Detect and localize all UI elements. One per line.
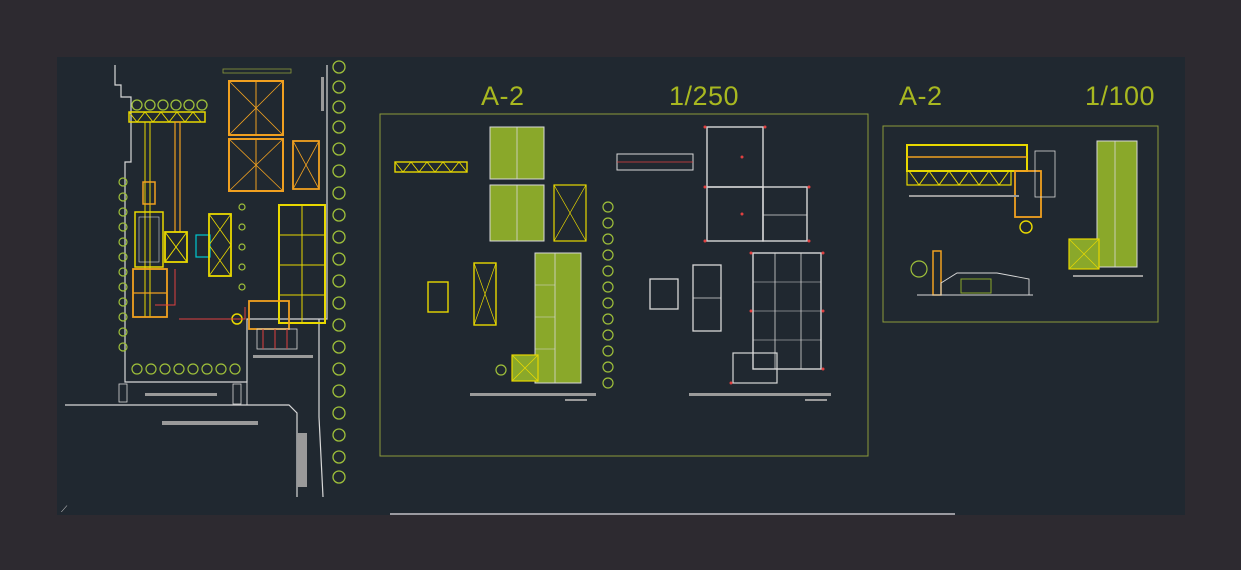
- sheet-plan-100: [882, 125, 1159, 323]
- plan-100-scale: 1/100: [1085, 81, 1156, 111]
- site-plan: [65, 60, 346, 498]
- cad-drawing: [65, 60, 1159, 498]
- ucs-axis-icon: ⟋: [61, 505, 68, 515]
- plan-250-scale: 1/250: [669, 81, 740, 111]
- plan-100-code: A-2: [899, 81, 943, 111]
- plan-250-code: A-2: [481, 81, 525, 111]
- horizontal-scrollbar[interactable]: [390, 513, 955, 515]
- cad-drawing-viewport[interactable]: A-2 1/250 A-2 1/100 ⟋: [57, 57, 1185, 515]
- sheet-plan-250: [379, 113, 869, 457]
